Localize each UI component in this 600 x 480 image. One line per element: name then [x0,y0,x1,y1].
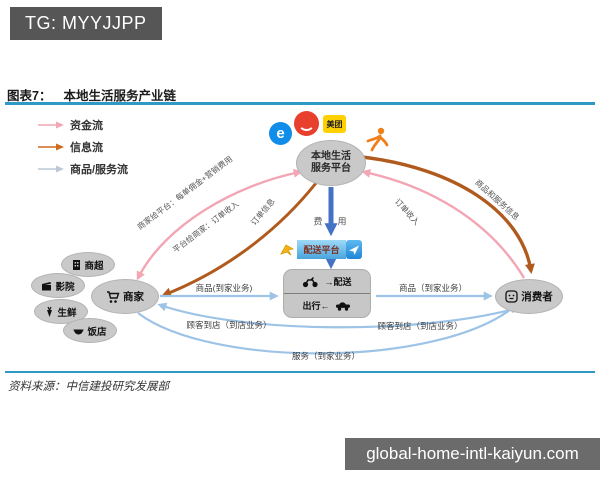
travel-row: 出行← [284,294,370,317]
edge-label-goods-home-left: 商品(到家业务) [195,283,253,293]
edge-service-home [137,304,518,355]
node-category-restaurant: 饭店 [63,318,117,343]
tg-watermark-badge: TG: MYYJJPP [10,7,162,40]
node-category-supermarket: 商超 [61,252,115,277]
legend-item-info: 信息流 [38,139,103,155]
edge-label-service-home: 服务（到家业务） [291,351,361,361]
smile-mouth [298,114,315,131]
edge-info-order [161,182,318,298]
figure-title: 图表7： 本地生活服务产业链 [7,85,176,104]
eleme-app-icon: e [269,122,292,145]
goods-flow-arrow-icon [38,165,64,173]
person-app-icon [366,127,389,152]
node-dispatch-travel-box: →配送 出行← [283,269,371,318]
edge-label-visit-store-left: 顾客到店（到店业务） [186,320,272,330]
node-delivery-platform: 配送平台 [297,240,346,259]
supermarket-icon [73,260,81,270]
delivery-platform-label: 配送平台 [303,245,340,255]
travel-label: 出行← [302,301,330,311]
figure-title-text: 本地生活服务产业链 [63,89,176,103]
meituan-label: 美团 [326,119,343,129]
edge-label-fee-right: 用 [337,216,347,227]
consumer-face-icon [505,290,518,303]
category-label: 饭店 [87,326,107,338]
motorcycle-icon [303,276,319,288]
platform-line2: 服务平台 [311,163,351,174]
legend-label: 资金流 [70,120,103,132]
category-label: 生鲜 [57,307,77,319]
edge-visit-store [157,302,515,329]
legend-label: 信息流 [70,142,103,154]
node-consumer: 消费者 [495,279,563,314]
edge-money-merchant-platform [136,168,303,281]
kangaroo-icon [280,244,295,256]
money-flow-arrow-icon [38,121,64,129]
eleme-letter: e [276,125,285,142]
dispatch-label: →配送 [324,277,352,287]
edge-label-goods-home-right: 商品（到家业务） [398,283,468,293]
dispatch-row: →配送 [284,270,370,294]
source-note: 资料来源：中信建投研究发展部 [8,381,169,393]
paper-plane-icon [346,240,362,259]
edge-info-goods-service [361,155,535,274]
legend-label: 商品/服务流 [70,164,129,176]
title-divider [5,102,595,105]
figure-label: 图表7： [7,89,52,103]
consumer-label: 消费者 [521,291,553,303]
cinema-icon [42,281,52,290]
paper-plane-glyph [349,245,359,255]
node-merchant: 商家 [91,279,159,314]
cart-icon [107,290,120,303]
meituan-app-icon: 美团 [323,115,346,133]
edge-money-consumer-platform [361,168,526,279]
smile-app-icon [294,111,319,136]
car-icon [335,302,350,311]
info-flow-arrow-icon [38,143,64,151]
edge-label-fee-left: 费 [313,216,323,227]
node-platform: 本地生活 服务平台 [296,140,366,186]
edge-label-visit-store-right: 顾客到店（到店业务） [377,321,463,331]
figure-bottom-divider [5,371,595,373]
fresh-food-icon [47,306,53,317]
node-category-fresh-food: 生鲜 [34,299,88,324]
platform-line1: 本地生活 [311,150,351,162]
category-label: 商超 [84,260,104,272]
legend-item-money: 资金流 [38,117,103,133]
restaurant-icon [73,329,84,334]
category-label: 影院 [55,281,75,293]
merchant-label: 商家 [123,291,144,303]
node-category-cinema: 影院 [31,273,85,298]
legend-item-goods: 商品/服务流 [38,161,128,177]
site-watermark-badge: global-home-intl-kaiyun.com [345,438,600,470]
